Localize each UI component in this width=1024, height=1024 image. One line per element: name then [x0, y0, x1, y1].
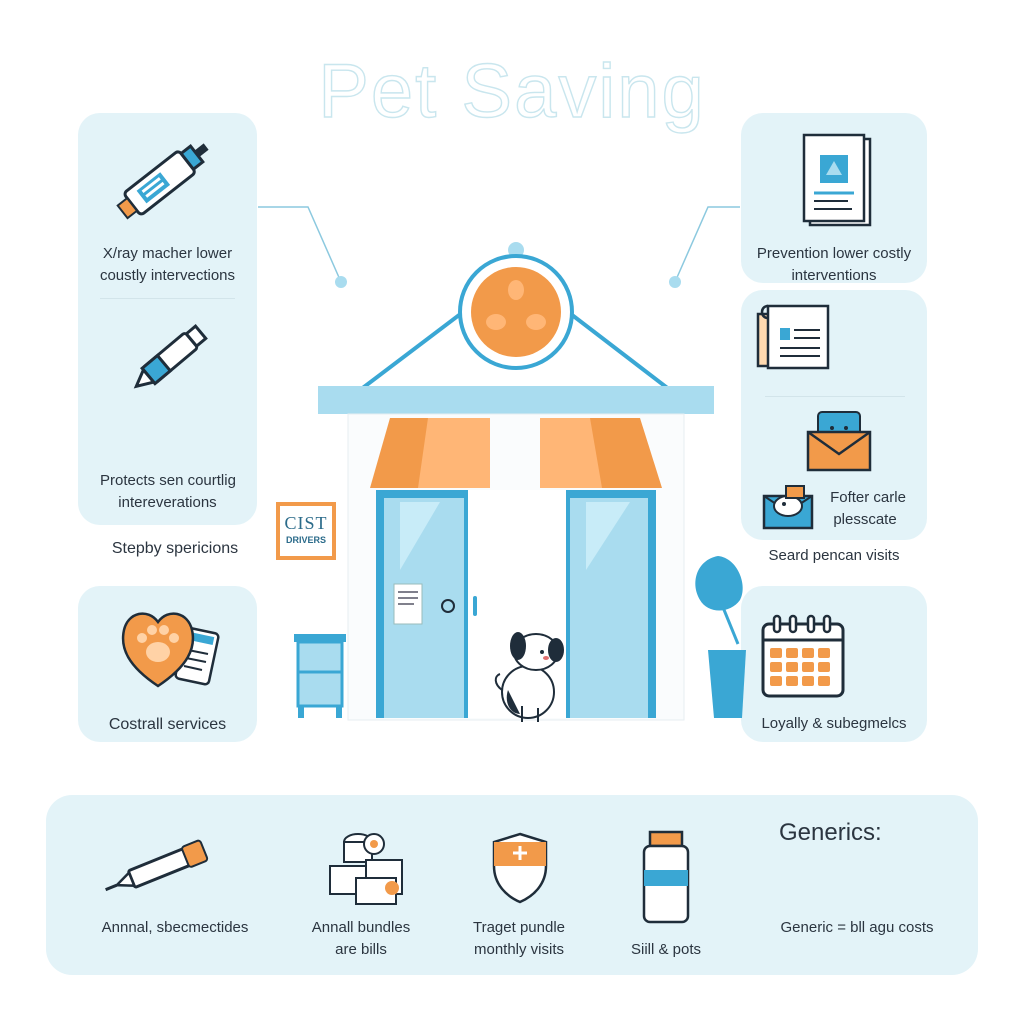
- shield-plus-icon: [492, 832, 548, 904]
- paw-heart-icon: [121, 612, 220, 688]
- sign-line2: DRIVERS: [285, 535, 326, 545]
- xray-label-line2: coustly intervections: [99, 267, 236, 284]
- page-title: Pet Saving: [318, 48, 706, 134]
- bottom-item-4-label: Siill & pots: [630, 941, 702, 958]
- bottom-item-3-label-line2: monthly visits: [473, 941, 565, 958]
- seard-label: Seard pencan visits: [768, 547, 900, 564]
- storefront-illustration: [318, 242, 714, 722]
- store-sign: CIST DRIVERS: [276, 502, 336, 560]
- costrall-label: Costrall services: [108, 716, 227, 733]
- notebook-icon: [756, 304, 830, 370]
- cabinet-icon: [294, 634, 346, 718]
- loyally-label: Loyally & subegmelcs: [761, 715, 907, 732]
- fofter-label-line1: Fofter carle: [830, 489, 906, 506]
- prevention-label-line2: interventions: [791, 267, 877, 284]
- bottom-item-2-label-line2: are bills: [335, 941, 387, 958]
- bottom-item-5-label: Generic = bll agu costs: [780, 919, 934, 936]
- bottom-item-3-label-line1: Traget pundle: [472, 919, 565, 936]
- bottom-item-1-label: Annnal, sbecmectides: [101, 919, 249, 936]
- protects-label-line1: Protects sen courtlig: [100, 472, 236, 489]
- fofter-label-line2: plesscate: [833, 511, 897, 528]
- xray-syringe-icon: [116, 143, 209, 220]
- stepby-label: Stepby spericions: [111, 540, 239, 557]
- pen-icon: [133, 324, 208, 389]
- document-report-icon: [802, 133, 872, 227]
- prevention-label-line1: Prevention lower costly: [756, 245, 912, 262]
- bottom-item-2-label-line1: Annall bundles: [311, 919, 411, 936]
- card-divider: [100, 298, 235, 299]
- sign-line1: CIST: [284, 513, 328, 533]
- coin-stack-icon: [329, 833, 403, 905]
- protects-label-line2: intereverations: [118, 494, 217, 511]
- xray-label-line1: X/ray macher lower: [102, 245, 233, 262]
- generics-heading: Generics:: [779, 819, 882, 846]
- syringe-icon: [105, 839, 209, 892]
- plant-icon: [695, 556, 746, 718]
- card-divider: [765, 396, 905, 397]
- medicine-bottle-icon: [642, 830, 690, 924]
- dog-envelope-icon: [762, 485, 814, 530]
- cat-envelope-icon: [806, 411, 872, 472]
- calendar-icon: [761, 614, 845, 698]
